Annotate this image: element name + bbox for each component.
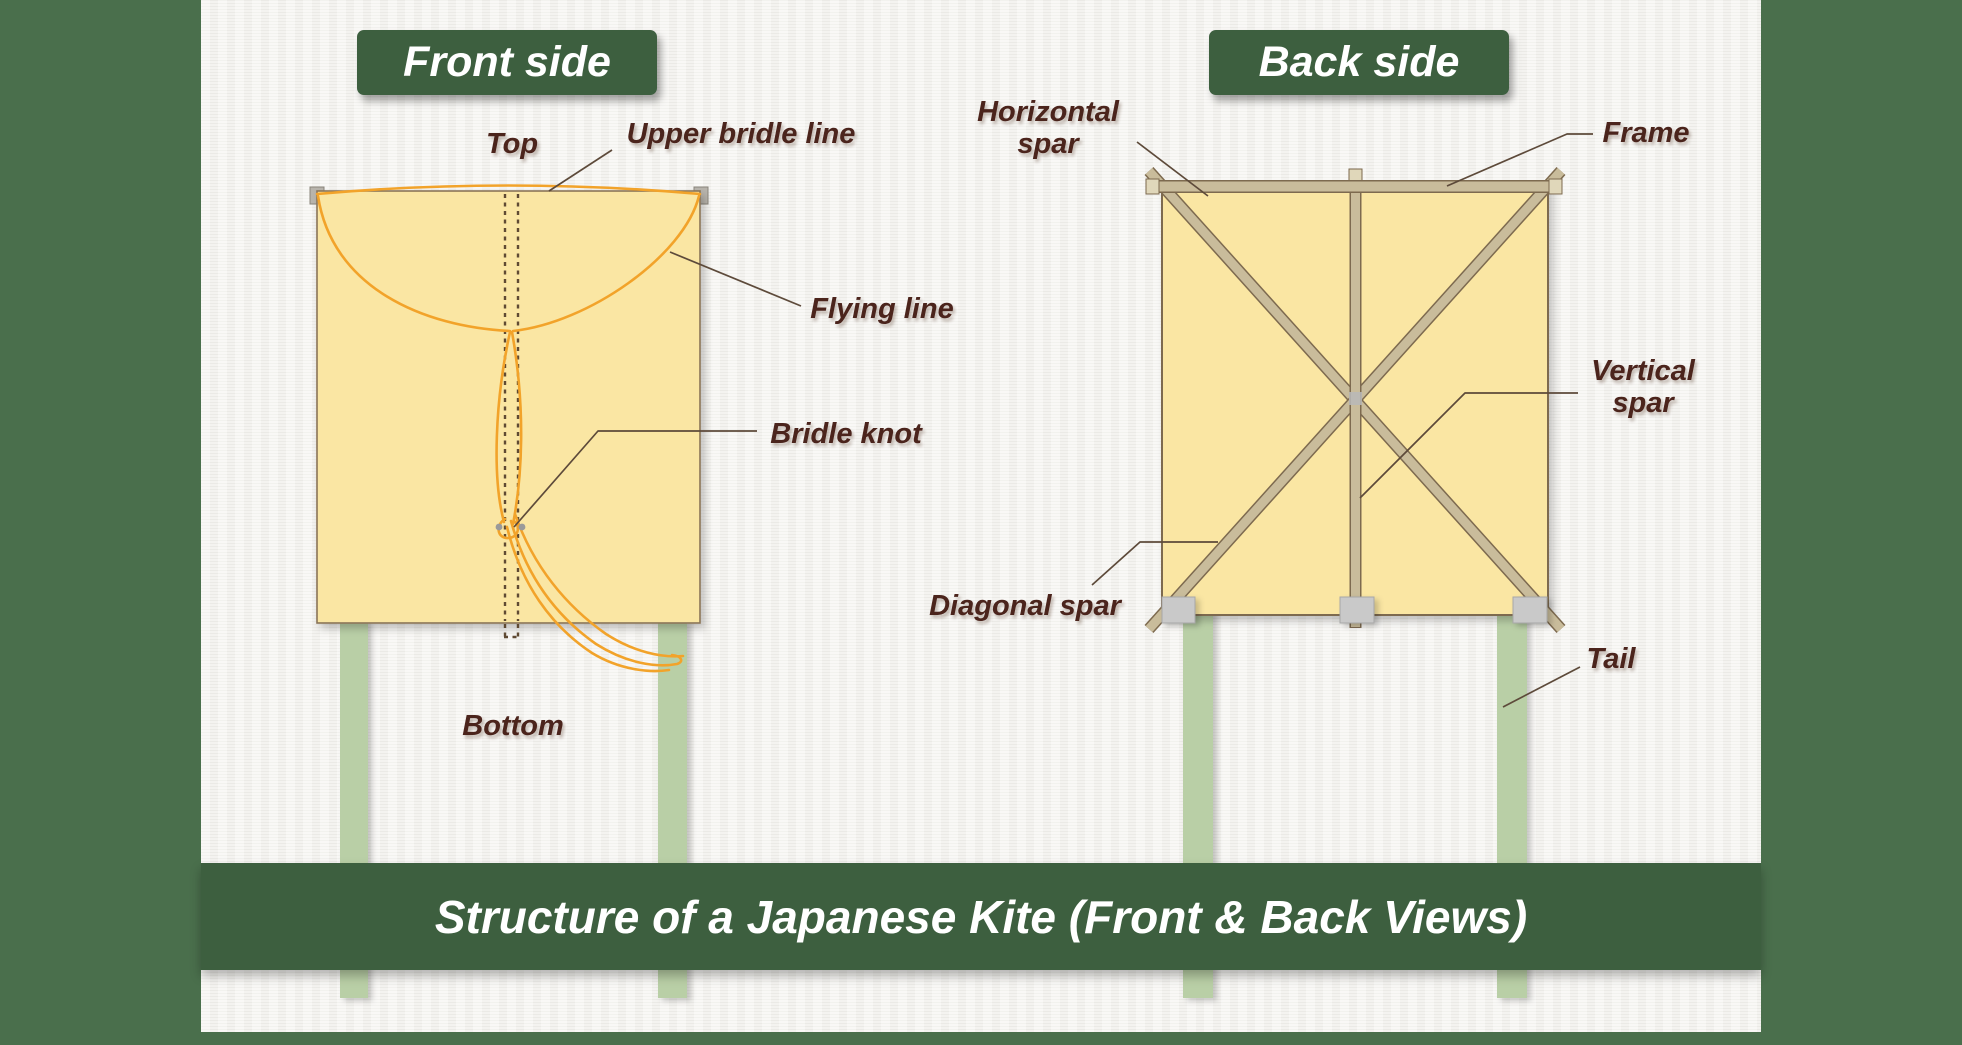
flying-line-strand-3 (513, 512, 685, 658)
upper-bridle-line (315, 184, 702, 196)
label-upper-bridle-line: Upper bridle line (626, 118, 856, 151)
flying-line-strand-2 (505, 525, 671, 673)
label-bottom: Bottom (462, 710, 564, 743)
left-bridle-line (316, 194, 512, 333)
knot-pin-left (495, 523, 503, 531)
bridle-loop-right (510, 330, 523, 526)
bridle-loop-left (495, 330, 512, 524)
bridle-knot-leader (513, 430, 757, 528)
label-vertical-spar: Vertical spar (1591, 355, 1695, 420)
hidden-vertical-spar-dotted-lines (503, 194, 520, 639)
label-vertical-spar-line1: Vertical (1591, 355, 1695, 388)
back-side-badge: Back side (1209, 30, 1509, 95)
label-frame: Frame (1602, 117, 1690, 150)
label-tail: Tail (1586, 643, 1636, 676)
label-vertical-spar-line2: spar (1612, 387, 1674, 419)
label-top: Top (485, 128, 539, 161)
horizontal-spar (1145, 178, 1563, 195)
label-flying-line: Flying line (810, 293, 954, 326)
label-diagonal-spar: Diagonal spar (929, 590, 1121, 623)
label-horizontal-spar-line2: spar (1017, 128, 1079, 160)
diagonal-spar-leader (1091, 541, 1218, 586)
label-bridle-knot: Bridle knot (770, 418, 922, 451)
bridle-lines (315, 184, 702, 673)
bottom-reinforcement-pads (1161, 596, 1548, 624)
flying-line-leader (669, 251, 802, 307)
label-horizontal-spar: Horizontal spar (977, 96, 1119, 161)
frame-leader (1446, 133, 1593, 187)
vertical-spar-leader (1359, 392, 1578, 499)
horizontal-spar-leader (1136, 141, 1209, 197)
tail-leader (1502, 666, 1581, 708)
flying-line-strand-1 (509, 519, 683, 667)
upper-bridle-line-leader (548, 149, 613, 192)
front-side-badge: Front side (357, 30, 657, 95)
spar-crossing-joint (1349, 392, 1362, 405)
knot-pin-right (518, 523, 526, 531)
right-bridle-line (511, 194, 701, 333)
leader-lines (513, 133, 1593, 708)
label-horizontal-spar-line1: Horizontal (977, 96, 1119, 129)
title-banner: Structure of a Japanese Kite (Front & Ba… (201, 863, 1761, 970)
front-kite-sail (316, 190, 701, 624)
